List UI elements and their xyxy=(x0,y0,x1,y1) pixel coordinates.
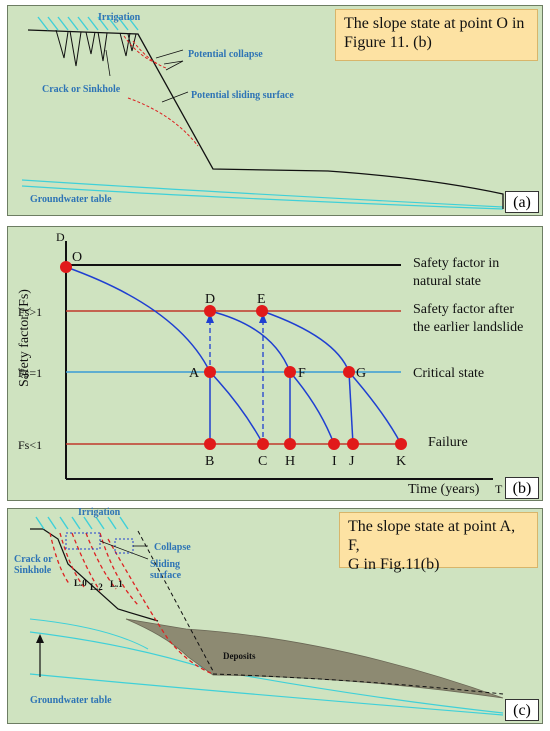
groundwater-line xyxy=(29,618,149,650)
marker-K xyxy=(395,438,407,450)
level-label-natural-2: natural state xyxy=(413,274,481,289)
curve-E xyxy=(261,310,402,445)
slope-c-drawing: Irrigation Collapse Sliding surface Crac… xyxy=(14,507,504,716)
marker-I xyxy=(328,438,340,450)
panel-tag: (a) xyxy=(505,191,539,213)
irrigation-label: Irrigation xyxy=(78,507,121,518)
y-tick-labels: Fs>1 Fs=1 Fs<1 xyxy=(18,305,42,452)
sliding-label-1: Sliding xyxy=(150,559,180,570)
panel-a-callout: The slope state at point O in Figure 11.… xyxy=(335,9,538,61)
point-label-O: O xyxy=(72,250,82,265)
deposits-mass xyxy=(125,618,504,699)
marker-G xyxy=(343,366,355,378)
sliding-zone-box xyxy=(65,532,101,550)
slope-profile xyxy=(27,29,504,209)
y-axis-letter: D xyxy=(56,230,65,244)
point-label-I: I xyxy=(332,454,337,469)
collapse-zone-box xyxy=(114,538,134,554)
point-label-F: F xyxy=(298,366,306,381)
recovery-arrows xyxy=(209,319,264,437)
annotation-pointers xyxy=(99,540,149,560)
marker-D xyxy=(204,305,216,317)
sliding-label-2: surface xyxy=(150,570,182,581)
marker-A xyxy=(204,366,216,378)
slope-a-drawing: Irrigation Potential collapse Crack or S… xyxy=(21,12,504,210)
groundwater-label: Groundwater table xyxy=(30,194,112,205)
decline-curves xyxy=(65,266,402,445)
arrow-head xyxy=(259,313,267,323)
slope-profile xyxy=(30,528,159,622)
y-axis-title: Safety factor (Fs) xyxy=(17,289,32,387)
point-label-D: D xyxy=(205,292,215,307)
point-label-B: B xyxy=(205,454,214,469)
point-label-C: C xyxy=(258,454,267,469)
crack-label-1: Crack or xyxy=(14,554,53,565)
arrow-head xyxy=(36,634,44,643)
y-tick-fs-eq-1: Fs=1 xyxy=(18,366,42,380)
original-slope-line xyxy=(137,530,214,672)
marker-C xyxy=(257,438,269,450)
level-label-after-1: Safety factor after xyxy=(413,302,514,317)
y-tick-fs-lt-1: Fs<1 xyxy=(18,438,42,452)
panel-b-safety-factor-chart: O D E A F G B C H I J K Fs>1 Fs=1 Fs<1 D… xyxy=(7,226,543,501)
point-labels: O D E A F G B C H I J K xyxy=(72,250,406,469)
level-label-critical: Critical state xyxy=(413,366,484,381)
point-label-A: A xyxy=(189,366,200,381)
callout-line: G in Fig.11(b) xyxy=(348,556,440,573)
cracks xyxy=(55,29,137,67)
level-label-after-2: the earlier landslide xyxy=(413,320,523,335)
point-label-E: E xyxy=(257,292,266,307)
irrigation-label: Irrigation xyxy=(98,12,141,23)
curve-O xyxy=(65,266,264,445)
groundwater-line xyxy=(29,673,504,716)
original-ground-line xyxy=(212,673,504,695)
marker-J xyxy=(347,438,359,450)
potential-sliding-label: Potential sliding surface xyxy=(191,90,294,101)
safety-factor-chart: O D E A F G B C H I J K Fs>1 Fs=1 Fs<1 D… xyxy=(17,230,523,497)
l1-label: L.1 xyxy=(110,579,123,589)
irrigation-arrows xyxy=(37,16,139,31)
level-labels: Safety factor in natural state Safety fa… xyxy=(413,256,523,450)
deposits-label: Deposits xyxy=(223,651,256,661)
marker-H xyxy=(284,438,296,450)
potential-collapse-label: Potential collapse xyxy=(188,49,263,60)
groundwater-label: Groundwater table xyxy=(30,695,112,706)
l0-label: L.0 xyxy=(74,578,87,588)
panel-tag: (b) xyxy=(505,477,539,499)
point-label-J: J xyxy=(349,454,355,469)
crack-sinkhole-label: Crack or Sinkhole xyxy=(42,84,121,95)
point-label-K: K xyxy=(396,454,406,469)
failure-drops xyxy=(209,371,354,445)
state-markers xyxy=(60,261,407,450)
annotation-pointers xyxy=(105,49,189,103)
x-axis-title: Time (years) xyxy=(408,482,480,497)
collapse-label: Collapse xyxy=(154,542,191,553)
panel-a-slope-initial: Irrigation Potential collapse Crack or S… xyxy=(7,5,543,216)
point-label-G: G xyxy=(356,366,366,381)
point-label-H: H xyxy=(285,454,295,469)
crack-label-2: Sinkhole xyxy=(14,565,52,576)
groundwater-line xyxy=(21,185,504,210)
l2-label: L.2 xyxy=(90,582,103,592)
level-label-natural-1: Safety factor in xyxy=(413,256,499,271)
arrow-head xyxy=(206,313,214,323)
panel-c-callout: The slope state at point A, F, G in Fig.… xyxy=(339,512,538,573)
marker-B xyxy=(204,438,216,450)
irrigation-arrows xyxy=(35,516,129,530)
marker-F xyxy=(284,366,296,378)
marker-O xyxy=(60,261,72,273)
callout-line: The slope state at point O in xyxy=(344,15,525,32)
level-label-failure: Failure xyxy=(428,435,468,450)
panel-c-slope-failed: Irrigation Collapse Sliding surface Crac… xyxy=(7,507,543,724)
potential-sliding-surface xyxy=(127,97,199,147)
groundwater-line xyxy=(21,179,504,208)
marker-E xyxy=(256,305,268,317)
panel-tag: (c) xyxy=(505,699,539,721)
callout-line: Figure 11. (b) xyxy=(344,34,432,51)
curve-D xyxy=(209,310,335,445)
x-axis-letter: T xyxy=(495,482,503,496)
callout-line: The slope state at point A, F, xyxy=(348,518,516,554)
y-tick-fs-gt-1: Fs>1 xyxy=(18,305,42,319)
